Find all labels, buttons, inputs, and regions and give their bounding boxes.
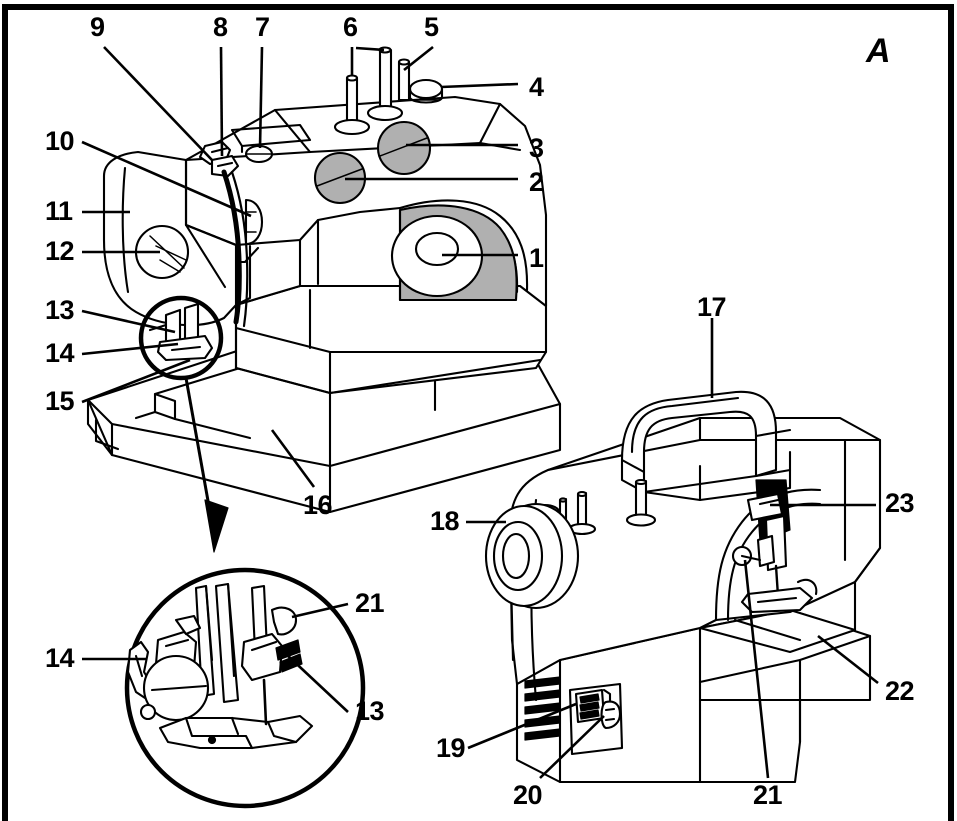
presser-foot-holder — [139, 614, 210, 722]
leader-21-detail — [291, 602, 349, 619]
figure-frame — [2, 4, 954, 821]
leader-21-rear — [743, 559, 770, 779]
callout-label-1: 1 — [529, 243, 544, 273]
leader-19 — [467, 702, 577, 750]
detail-highlight-circle — [138, 295, 224, 381]
handwheel-rear[interactable] — [484, 502, 580, 610]
panel-letter-a: A — [866, 32, 891, 70]
presser-foot-detail-view — [124, 567, 366, 809]
callout-label-13-detail: 13 — [355, 696, 385, 726]
leader-20 — [539, 715, 605, 779]
leader-4 — [440, 82, 519, 89]
leader-13 — [81, 309, 176, 334]
callout-label-20: 20 — [513, 780, 543, 810]
leader-5 — [403, 45, 434, 72]
callout-label-14: 14 — [45, 338, 75, 368]
callout-label-15: 15 — [45, 386, 75, 416]
leader-14 — [81, 342, 179, 356]
leader-13-detail — [285, 653, 349, 713]
callout-label-16: 16 — [303, 490, 333, 520]
leader-8 — [219, 46, 224, 157]
callout-label-11: 11 — [45, 196, 73, 226]
callout-label-21-detail: 21 — [355, 588, 385, 618]
leader-15 — [81, 358, 191, 404]
callout-label-19: 19 — [436, 733, 466, 763]
spool-pin-right[interactable] — [366, 46, 404, 122]
leader-10 — [81, 140, 252, 218]
callout-label-8: 8 — [213, 12, 228, 42]
pattern-selector-dial[interactable] — [376, 120, 432, 176]
leader-6b — [355, 46, 385, 52]
ventilation-slots — [524, 676, 561, 741]
callout-label-5: 5 — [424, 12, 439, 42]
rear-machine-view — [484, 390, 882, 784]
presser-foot-sole — [158, 714, 314, 750]
callout-label-2: 2 — [529, 167, 544, 197]
callout-label-18: 18 — [430, 506, 460, 536]
thread-path — [221, 169, 249, 328]
needle-clamp-assembly — [240, 606, 303, 726]
needle-bar-assembly-rear — [731, 479, 818, 614]
bobbin-winder-spindle[interactable] — [397, 58, 411, 102]
power-switch-socket[interactable] — [568, 682, 624, 756]
callout-label-23: 23 — [885, 488, 915, 518]
thread-tension-dial[interactable] — [244, 198, 264, 246]
machine-bed — [234, 284, 548, 395]
detail-zoom-arrow — [184, 377, 229, 553]
callout-label-17: 17 — [697, 292, 727, 322]
stitch-length-dial[interactable] — [313, 151, 367, 205]
callout-label-6: 6 — [343, 12, 358, 42]
leader-9 — [103, 46, 213, 161]
spool-pin-left[interactable] — [333, 74, 371, 136]
callout-label-3: 3 — [529, 133, 544, 163]
thread-cutter-screw[interactable] — [134, 224, 190, 280]
leader-7 — [258, 46, 264, 149]
bobbin-winder-tension-disc[interactable] — [244, 144, 274, 164]
callout-label-10: 10 — [45, 126, 75, 156]
callout-label-12: 12 — [45, 236, 75, 266]
callout-label-13: 13 — [45, 295, 75, 325]
leader-16 — [270, 429, 316, 488]
needle-presser-area-front — [148, 302, 214, 362]
leader-22 — [817, 634, 879, 685]
callout-label-9: 9 — [90, 12, 105, 42]
callout-label-22: 22 — [885, 676, 915, 706]
callout-label-4: 4 — [529, 72, 544, 102]
callout-label-14-detail: 14 — [45, 643, 75, 673]
front-machine-view — [86, 46, 562, 553]
callout-label-21-rear: 21 — [753, 780, 783, 810]
callout-label-7: 7 — [255, 12, 270, 42]
callout-leader-lines — [81, 45, 879, 779]
